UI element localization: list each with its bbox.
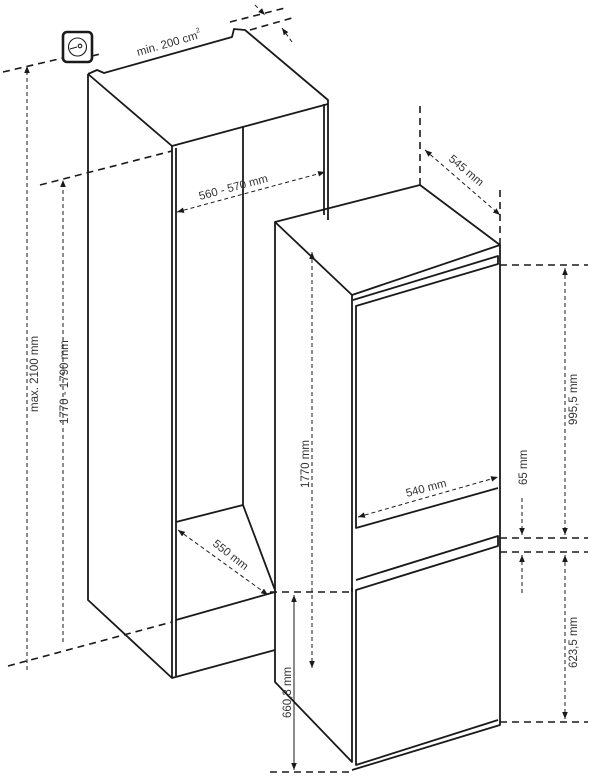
extension-lines [2,7,588,773]
fridge-height-label: 1770 mm [300,440,312,488]
power-socket-icon [61,30,94,64]
lower-door-label: 623,5 mm [568,617,580,668]
upper-door-label: 995,5 mm [568,374,580,425]
cabinet-niche [87,28,329,679]
dimension-arrows [24,4,568,770]
gap-label: 65 mm [518,450,530,485]
lower-height-label: 660,3 mm [282,667,294,718]
niche-height-label: 1770 - 1790 mm [59,340,71,424]
fridge-depth-label: 545 mm [446,153,486,189]
max-height-label: max. 2100 mm [29,336,41,412]
fridge-width-label: 540 mm [405,478,448,500]
niche-width-label: 560 - 570 mm [198,173,270,203]
